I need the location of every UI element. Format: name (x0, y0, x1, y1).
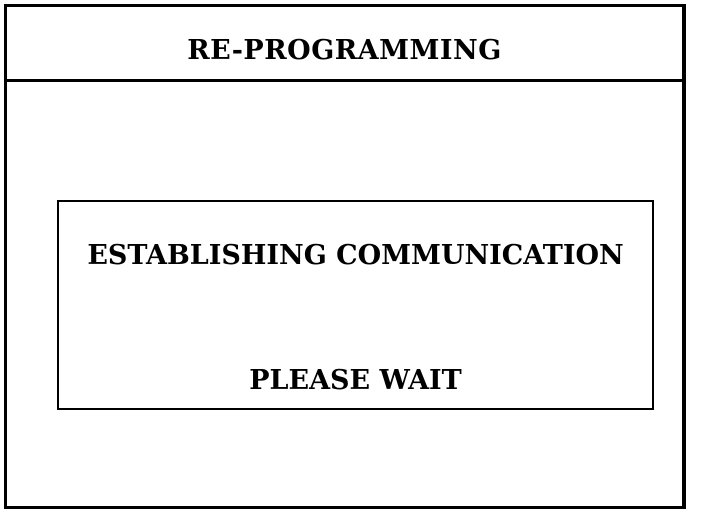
reprogramming-screen: RE-PROGRAMMING ESTABLISHING COMMUNICATIO… (4, 4, 686, 509)
page-title: RE-PROGRAMMING (187, 34, 502, 66)
status-message: ESTABLISHING COMMUNICATION (87, 240, 624, 271)
status-dialog: ESTABLISHING COMMUNICATION PLEASE WAIT (57, 200, 654, 410)
title-bar: RE-PROGRAMMING (7, 7, 682, 82)
wait-message: PLEASE WAIT (249, 365, 462, 396)
